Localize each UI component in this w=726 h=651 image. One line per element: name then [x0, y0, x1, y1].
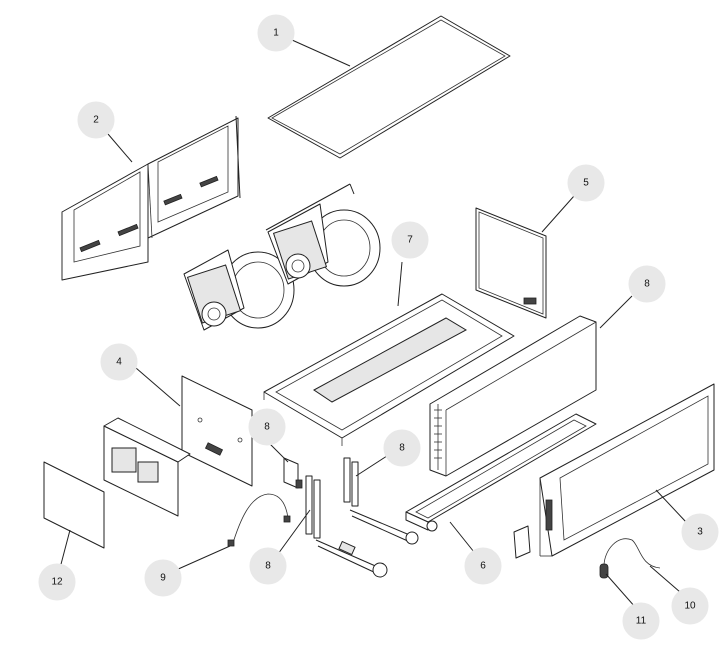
callout-9: 9 — [144, 559, 182, 597]
callout-12-label: 12 — [51, 577, 63, 588]
callout-7: 7 — [391, 221, 429, 259]
electrical-box-cover — [43, 461, 105, 549]
rear-panel — [475, 207, 547, 319]
callout-8-bracket-label: 8 — [264, 422, 270, 433]
callout-8-valve-upper-label: 8 — [399, 443, 405, 454]
valve-assembly-lower — [305, 475, 388, 578]
callout-10-label: 10 — [684, 601, 696, 612]
mounting-bracket — [283, 457, 303, 489]
callout-8-bracket: 8 — [248, 408, 286, 446]
fan-assembly-right — [265, 183, 381, 287]
callout-8-coil: 8 — [628, 265, 666, 303]
electrical-box — [103, 417, 191, 517]
callout-6-label: 6 — [480, 561, 486, 572]
heat-exchanger-coil — [429, 315, 597, 477]
callout-3-label: 3 — [697, 527, 703, 538]
callout-12: 12 — [38, 563, 76, 601]
callout-6: 6 — [464, 547, 502, 585]
callout-8-valve-upper: 8 — [383, 429, 421, 467]
callout-8-coil-label: 8 — [644, 279, 650, 290]
top-cover-panel — [267, 15, 511, 159]
callout-4-label: 4 — [116, 357, 122, 368]
access-frame-assembly — [61, 115, 241, 281]
callout-3: 3 — [681, 513, 719, 551]
callout-11: 11 — [622, 602, 660, 640]
valve-assembly-upper — [343, 457, 419, 545]
sensor-cable — [227, 493, 291, 547]
front-frame — [513, 383, 715, 559]
drain-pan — [405, 413, 597, 532]
callout-8-valve-lower-label: 8 — [265, 561, 271, 572]
callout-10: 10 — [671, 587, 709, 625]
callout-9-label: 9 — [160, 573, 166, 584]
callout-2-label: 2 — [93, 115, 99, 126]
callout-7-label: 7 — [407, 235, 413, 246]
callout-8-valve-lower: 8 — [249, 547, 287, 585]
fan-assembly-left — [183, 249, 295, 331]
callout-2: 2 — [77, 101, 115, 139]
temperature-sensor-cable — [599, 538, 661, 579]
leader-lines — [59, 39, 687, 609]
callout-5: 5 — [567, 164, 605, 202]
base-tray — [263, 293, 515, 446]
callout-1-label: 1 — [273, 28, 279, 39]
control-board — [181, 375, 253, 487]
callout-11-label: 11 — [636, 616, 647, 627]
callout-1: 1 — [257, 14, 295, 52]
callout-4: 4 — [100, 343, 138, 381]
callout-5-label: 5 — [583, 178, 589, 189]
